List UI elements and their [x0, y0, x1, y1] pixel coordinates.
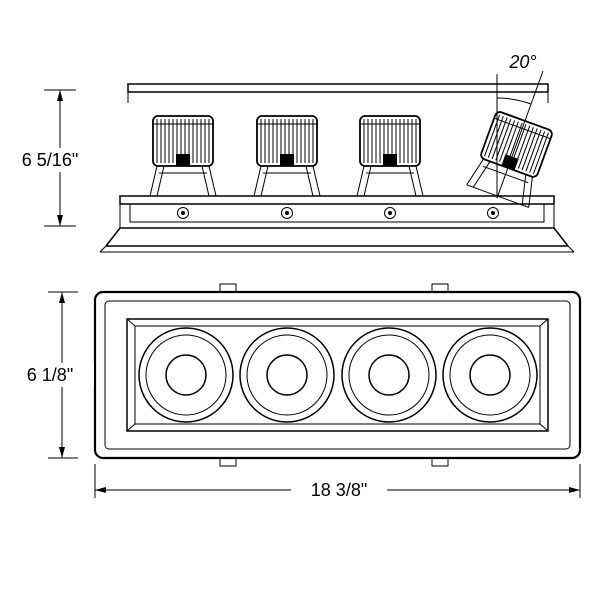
led-module-1 — [149, 115, 217, 197]
mounting-plate — [119, 195, 555, 228]
led-module-2 — [253, 115, 321, 197]
screw-3 — [384, 207, 396, 219]
trim-corner-bevels — [126, 318, 549, 432]
screw-4 — [487, 207, 499, 219]
mounting-tab — [219, 283, 237, 293]
plan-trim-inner — [134, 325, 541, 425]
side-height-label: 6 5/16" — [22, 150, 78, 170]
plan-trim-outer — [126, 318, 549, 432]
trim-flange-side — [99, 227, 575, 253]
plate-screws — [177, 207, 499, 219]
mounting-tab — [431, 457, 449, 467]
angle-tilt-line — [496, 70, 544, 199]
plan-inner-frame — [104, 300, 571, 450]
light-aperture-4 — [442, 327, 538, 423]
plan-outer-frame — [93, 290, 582, 460]
top-mounting-bar — [127, 83, 549, 103]
side-elevation-view: 20° 6 5/16" — [6, 52, 575, 253]
plan-view: 6 1/8" 18 3/8" — [6, 283, 582, 501]
mounting-tab — [219, 457, 237, 467]
light-aperture-2 — [239, 327, 335, 423]
light-aperture-1 — [138, 327, 234, 423]
plan-width-dimension: 18 3/8" — [94, 464, 581, 501]
plan-height-label: 6 1/8" — [27, 365, 73, 385]
screw-2 — [281, 207, 293, 219]
led-module-3 — [356, 115, 424, 197]
angle-label: 20° — [508, 52, 536, 72]
angle-annotation: 20° — [496, 52, 544, 199]
angle-arc — [496, 97, 532, 105]
plan-width-label: 18 3/8" — [311, 480, 367, 500]
mounting-tab — [431, 283, 449, 293]
light-aperture-3 — [341, 327, 437, 423]
side-height-dimension: 6 5/16" — [6, 89, 94, 227]
screw-1 — [177, 207, 189, 219]
plan-height-dimension: 6 1/8" — [6, 291, 94, 459]
